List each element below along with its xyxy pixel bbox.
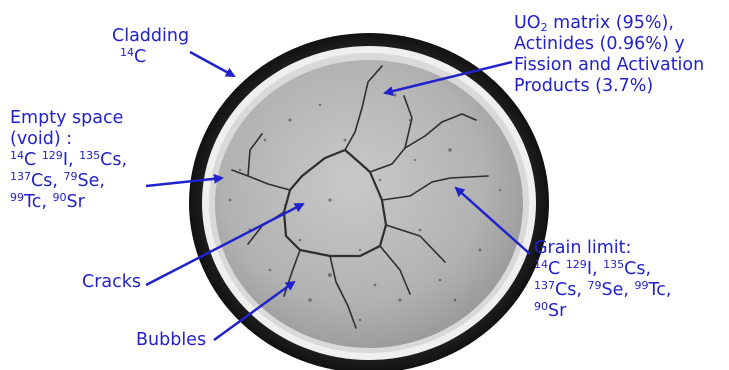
isotope-mass: 99 bbox=[10, 191, 24, 204]
isotope-mass: 79 bbox=[63, 170, 77, 183]
matrix-line-3: Fission and Activation bbox=[514, 55, 704, 76]
isotope-element: Cs, bbox=[100, 150, 127, 170]
isotope-mass: 90 bbox=[52, 191, 66, 204]
matrix-uo: UO bbox=[514, 13, 541, 33]
isotope-row: 137Cs, 79Se, 99Tc, bbox=[534, 280, 671, 301]
isotope-element: Sr bbox=[66, 192, 84, 212]
matrix-line-1: UO2 matrix (95%), bbox=[514, 13, 704, 34]
bubbles-label: Bubbles bbox=[136, 330, 206, 351]
grain-limit-label: Grain limit: 14C 129I, 135Cs, 137Cs, 79S… bbox=[534, 238, 671, 322]
grain-limit-title: Grain limit: bbox=[534, 238, 671, 259]
isotope-element: Se, bbox=[601, 280, 628, 300]
isotope-row: 90Sr bbox=[534, 301, 671, 322]
isotope-mass: 135 bbox=[79, 149, 100, 162]
isotope-element: Tc, bbox=[649, 280, 672, 300]
isotope-row: 14C 129I, 135Cs, bbox=[534, 259, 671, 280]
cladding-isotope: 14C bbox=[112, 47, 189, 68]
isotope-element: Sr bbox=[548, 301, 566, 321]
isotope-row: 137Cs, 79Se, bbox=[10, 171, 127, 192]
isotope-element: C bbox=[24, 150, 36, 170]
isotope-element: I, bbox=[63, 150, 74, 170]
isotope-mass: 137 bbox=[534, 279, 555, 292]
isotope-element: Cs, bbox=[555, 280, 582, 300]
isotope-element: C bbox=[548, 259, 560, 279]
isotope-mass: 90 bbox=[534, 300, 548, 313]
empty-space-label: Empty space (void) : 14C 129I, 135Cs, 13… bbox=[10, 108, 127, 213]
isotope-row: 14C 129I, 135Cs, bbox=[10, 150, 127, 171]
isotope-mass: 14 bbox=[10, 149, 24, 162]
isotope-mass: 129 bbox=[566, 258, 587, 271]
isotope-mass: 137 bbox=[10, 170, 31, 183]
empty-space-isotopes: 14C 129I, 135Cs, 137Cs, 79Se, 99Tc, 90Sr bbox=[10, 150, 127, 213]
cracks-label: Cracks bbox=[82, 272, 141, 293]
isotope-element: Cs, bbox=[624, 259, 651, 279]
isotope-element: Tc, bbox=[24, 192, 47, 212]
matrix-subscript: 2 bbox=[541, 21, 548, 34]
empty-space-subtitle: (void) : bbox=[10, 129, 127, 150]
cladding-label: Cladding 14C bbox=[112, 26, 189, 68]
isotope-element: Se, bbox=[77, 171, 104, 191]
isotope-mass: 14 bbox=[534, 258, 548, 271]
isotope-element: Cs, bbox=[31, 171, 58, 191]
matrix-label: UO2 matrix (95%), Actinides (0.96%) y Fi… bbox=[514, 13, 704, 97]
grain-limit-isotopes: 14C 129I, 135Cs, 137Cs, 79Se, 99Tc, 90Sr bbox=[534, 259, 671, 322]
empty-space-title: Empty space bbox=[10, 108, 127, 129]
cladding-title: Cladding bbox=[112, 26, 189, 47]
isotope-mass: 79 bbox=[587, 279, 601, 292]
isotope-row: 99Tc, 90Sr bbox=[10, 192, 127, 213]
isotope-mass: 135 bbox=[603, 258, 624, 271]
matrix-rest: matrix (95%), bbox=[548, 13, 674, 33]
isotope-element: I, bbox=[587, 259, 598, 279]
isotope-mass: 99 bbox=[635, 279, 649, 292]
matrix-line-4: Products (3.7%) bbox=[514, 76, 704, 97]
matrix-line-2: Actinides (0.96%) y bbox=[514, 34, 704, 55]
cladding-isotope-element: C bbox=[134, 47, 146, 67]
isotope-mass: 129 bbox=[42, 149, 63, 162]
arrow-cladding bbox=[190, 52, 234, 76]
cladding-isotope-mass: 14 bbox=[120, 46, 134, 59]
